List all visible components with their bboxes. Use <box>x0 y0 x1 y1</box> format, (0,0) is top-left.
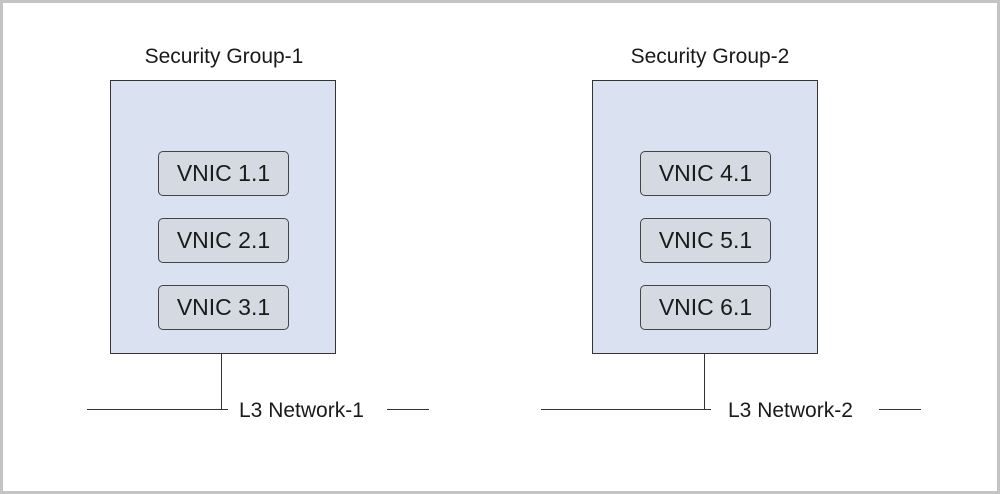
vnic-4-1: VNIC 4.1 <box>640 151 771 196</box>
vnic-1-1: VNIC 1.1 <box>158 151 289 196</box>
network-1-line-right <box>387 409 429 410</box>
l3-network-1-label: L3 Network-1 <box>239 399 364 422</box>
network-2-line-left <box>541 409 711 410</box>
l3-network-2-label: L3 Network-2 <box>728 399 853 422</box>
vnic-2-1: VNIC 2.1 <box>158 218 289 263</box>
vnic-5-1: VNIC 5.1 <box>640 218 771 263</box>
vnic-3-1: VNIC 3.1 <box>158 285 289 330</box>
security-group-2-box: VNIC 4.1 VNIC 5.1 VNIC 6.1 <box>592 80 818 354</box>
security-group-1-box: VNIC 1.1 VNIC 2.1 VNIC 3.1 <box>110 80 336 354</box>
network-1-line-left <box>87 409 228 410</box>
group-2-connector <box>704 354 705 410</box>
network-2-line-right <box>879 409 921 410</box>
group-1-connector <box>221 354 222 410</box>
security-group-1-title: Security Group-1 <box>144 45 304 68</box>
vnic-6-1: VNIC 6.1 <box>640 285 771 330</box>
security-group-2-title: Security Group-2 <box>630 45 790 68</box>
